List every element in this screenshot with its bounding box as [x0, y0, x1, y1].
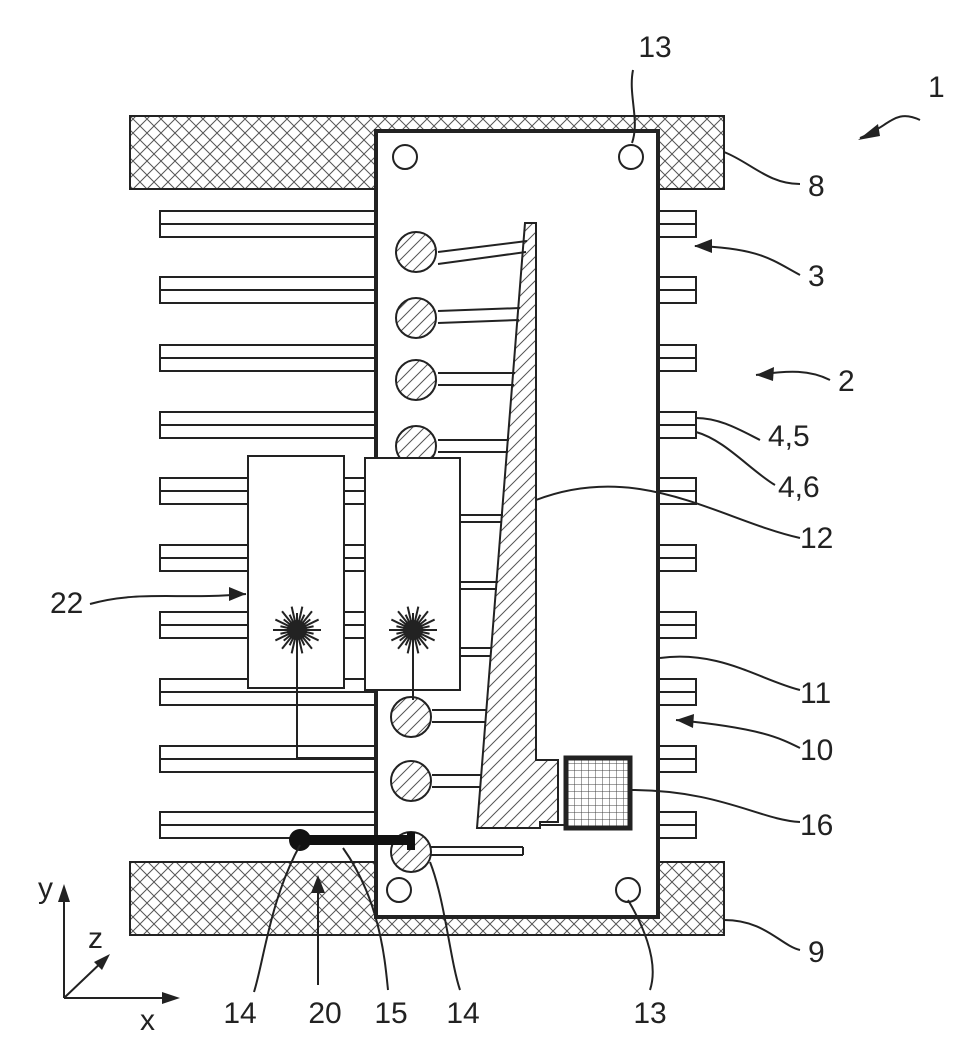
starburst-core: [404, 621, 422, 639]
label-figure-ref: 1: [928, 71, 945, 104]
pad: [396, 360, 436, 400]
mounting-hole: [616, 878, 640, 902]
label-wedge: 12: [800, 522, 833, 555]
label-board-assembly: 10: [800, 734, 833, 767]
label-fin-lower: 4,6: [778, 471, 820, 504]
label-fins: 3: [808, 260, 825, 293]
connector-node: [289, 829, 311, 851]
label-heat-sink: 2: [838, 365, 855, 398]
label-bottom-block: 9: [808, 936, 825, 969]
mounting-hole: [393, 145, 417, 169]
label-top-block: 8: [808, 170, 825, 203]
label-chip: 16: [800, 809, 833, 842]
mounting-hole: [619, 145, 643, 169]
starburst-core: [288, 621, 306, 639]
label-conductor: 15: [374, 997, 407, 1030]
axis-x-label: x: [140, 1004, 155, 1037]
fins-right: [658, 211, 696, 838]
label-connector-left: 14: [223, 997, 256, 1030]
pad: [396, 298, 436, 338]
pad: [391, 697, 431, 737]
label-connector-right: 14: [446, 997, 479, 1030]
pad: [391, 761, 431, 801]
axis-y-label: y: [38, 872, 53, 905]
mounting-hole: [387, 878, 411, 902]
label-hole-top: 13: [638, 31, 671, 64]
label-fin-upper: 4,5: [768, 420, 810, 453]
chip: [566, 758, 630, 828]
label-board: 11: [800, 677, 831, 710]
pad: [396, 232, 436, 272]
axis-z-label: z: [88, 922, 103, 955]
label-module-left: 22: [50, 587, 83, 620]
label-connector-assembly: 20: [308, 997, 341, 1030]
label-hole-bottom: 13: [633, 997, 666, 1030]
